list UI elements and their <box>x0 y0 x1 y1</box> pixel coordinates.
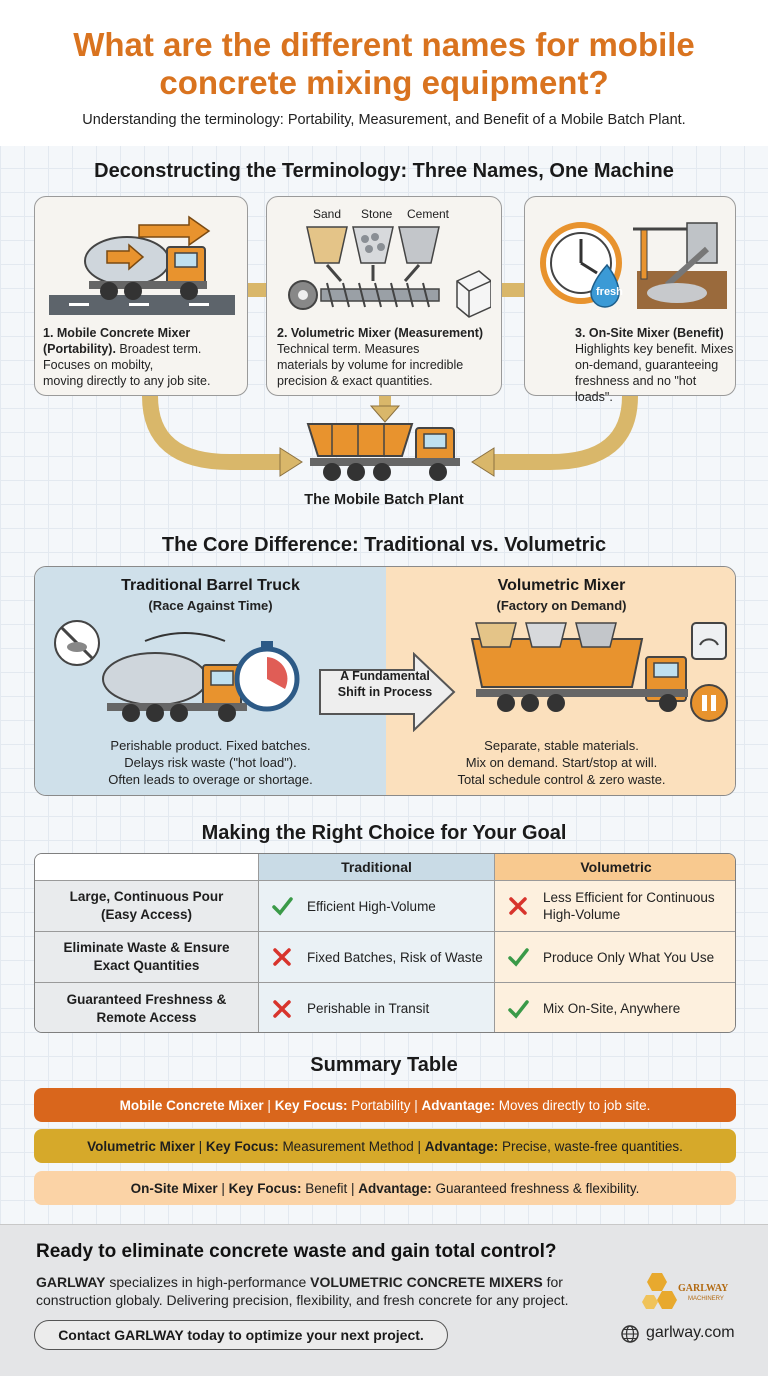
card-3-body-2: on-demand, guaranteeing <box>575 358 719 372</box>
website-link[interactable]: garlway.com <box>646 1324 735 1341</box>
card-3-title: 3. On-Site Mixer (Benefit) <box>575 326 724 340</box>
label-stone: Stone <box>361 207 393 221</box>
volumetric-line-3: Total schedule control & zero waste. <box>457 772 666 787</box>
batch-plant-label: The Mobile Batch Plant <box>304 492 464 508</box>
summary-row-volumetric: Volumetric Mixer | Key Focus: Measuremen… <box>34 1129 736 1163</box>
volumetric-title: Volumetric Mixer <box>497 577 626 594</box>
shift-arrow-icon <box>319 652 456 732</box>
card-2-title: 2. Volumetric Mixer (Measurement) <box>277 326 484 340</box>
table-row-label: Large, Continuous Pour(Easy Access) <box>35 881 259 932</box>
label-sand: Sand <box>313 207 342 221</box>
terminology-heading: Deconstructing the Terminology: Three Na… <box>94 160 674 182</box>
card-1-title: 1. Mobile Concrete Mixer (Portability). <box>43 326 191 356</box>
volumetric-truck-icon <box>470 622 728 722</box>
volumetric-subtitle: (Factory on Demand) <box>496 598 627 613</box>
table-cell-traditional: Perishable in Transit <box>259 983 495 1032</box>
label-cement: Cement <box>407 207 450 221</box>
summary-heading: Summary Table <box>310 1054 458 1076</box>
check-icon <box>508 999 529 1019</box>
card-2-body-3: precision & exact quantities. <box>277 374 433 388</box>
volumetric-line-1: Separate, stable materials. <box>484 738 639 753</box>
check-icon <box>272 897 293 916</box>
summary-row-mobile: Mobile Concrete Mixer | Key Focus: Porta… <box>34 1088 736 1122</box>
connector-arrows <box>142 283 638 477</box>
card-1-body-2: Focuses on mobilty, <box>43 358 154 372</box>
contact-cta-button[interactable]: Contact GARLWAY today to optimize your n… <box>34 1320 448 1350</box>
table-cell-traditional: Fixed Batches, Risk of Waste <box>259 932 495 983</box>
traditional-line-3: Often leads to overage or shortage. <box>108 772 313 787</box>
choice-heading: Making the Right Choice for Your Goal <box>201 822 567 844</box>
column-header-traditional: Traditional <box>259 854 495 881</box>
logo-text: GARLWAY <box>678 1283 729 1294</box>
card-onsite-mixer: fresh 3. On-Site Mixer (Benefit) Highlig… <box>524 196 736 404</box>
footer-headline: Ready to eliminate concrete waste and ga… <box>36 1241 557 1262</box>
volumetric-panel: Volumetric Mixer (Factory on Demand) Sep… <box>386 567 735 795</box>
card-mobile-mixer: 1. Mobile Concrete Mixer (Portability). … <box>34 196 248 396</box>
globe-icon <box>621 1325 639 1343</box>
page-subtitle: Understanding the terminology: Portabili… <box>82 112 686 128</box>
traditional-line-1: Perishable product. Fixed batches. <box>110 738 311 753</box>
choice-table: Traditional Volumetric Large, Continuous… <box>34 853 736 1033</box>
logo-subtext: MACHINERY <box>688 1296 724 1302</box>
cross-icon <box>509 897 527 915</box>
core-difference-heading: The Core Difference: Traditional vs. Vol… <box>161 534 607 556</box>
clock-plant-icon <box>540 222 727 309</box>
garlway-logo <box>642 1273 677 1309</box>
card-1-body-1: Broadest term. <box>115 342 202 356</box>
footer-body: GARLWAY specializes in high-performance … <box>36 1274 569 1308</box>
table-cell-volumetric: Produce Only What You Use <box>495 932 735 983</box>
hopper-auger-icon <box>288 226 491 318</box>
card-volumetric-mixer: Sand Stone Cement 2. Volumetric Mixer (M… <box>266 196 502 396</box>
table-cell-traditional: Efficient High-Volume <box>259 881 495 932</box>
left-curve-arrow <box>142 395 282 470</box>
page-title: What are the different names for mobile … <box>73 26 695 101</box>
header: What are the different names for mobile … <box>0 0 768 146</box>
shift-arrow-label: A Fundamental Shift in Process <box>337 669 433 699</box>
mixer-truck-icon <box>49 215 235 315</box>
card-2-body-1: Technical term. Measures <box>277 342 420 356</box>
footer: Ready to eliminate concrete waste and ga… <box>0 1224 768 1376</box>
column-header-volumetric: Volumetric <box>495 854 735 881</box>
traditional-title: Traditional Barrel Truck <box>121 577 300 594</box>
barrel-truck-stopwatch-icon <box>54 620 300 722</box>
table-cell-volumetric: Mix On-Site, Anywhere <box>495 983 735 1032</box>
card-2-body-2: materials by volume for incredible <box>277 358 464 372</box>
volumetric-line-2: Mix on demand. Start/stop at will. <box>465 755 658 770</box>
fresh-label: fresh <box>596 286 623 298</box>
batch-plant-truck-icon <box>306 423 460 481</box>
cross-icon <box>273 948 291 966</box>
right-curve-arrow <box>492 395 638 470</box>
check-icon <box>508 948 529 967</box>
card-3-body-1: Highlights key benefit. Mixes <box>575 342 734 356</box>
summary-row-onsite: On-Site Mixer | Key Focus: Benefit | Adv… <box>34 1171 736 1205</box>
traditional-subtitle: (Race Against Time) <box>148 598 273 613</box>
cross-icon <box>273 999 291 1018</box>
table-row-label: Guaranteed Freshness &Remote Access <box>35 983 259 1032</box>
card-3-body-3: freshness and no "hot loads". <box>575 374 697 404</box>
traditional-line-2: Delays risk waste ("hot load"). <box>124 755 297 770</box>
card-1-body-3: moving directly to any job site. <box>43 374 211 388</box>
